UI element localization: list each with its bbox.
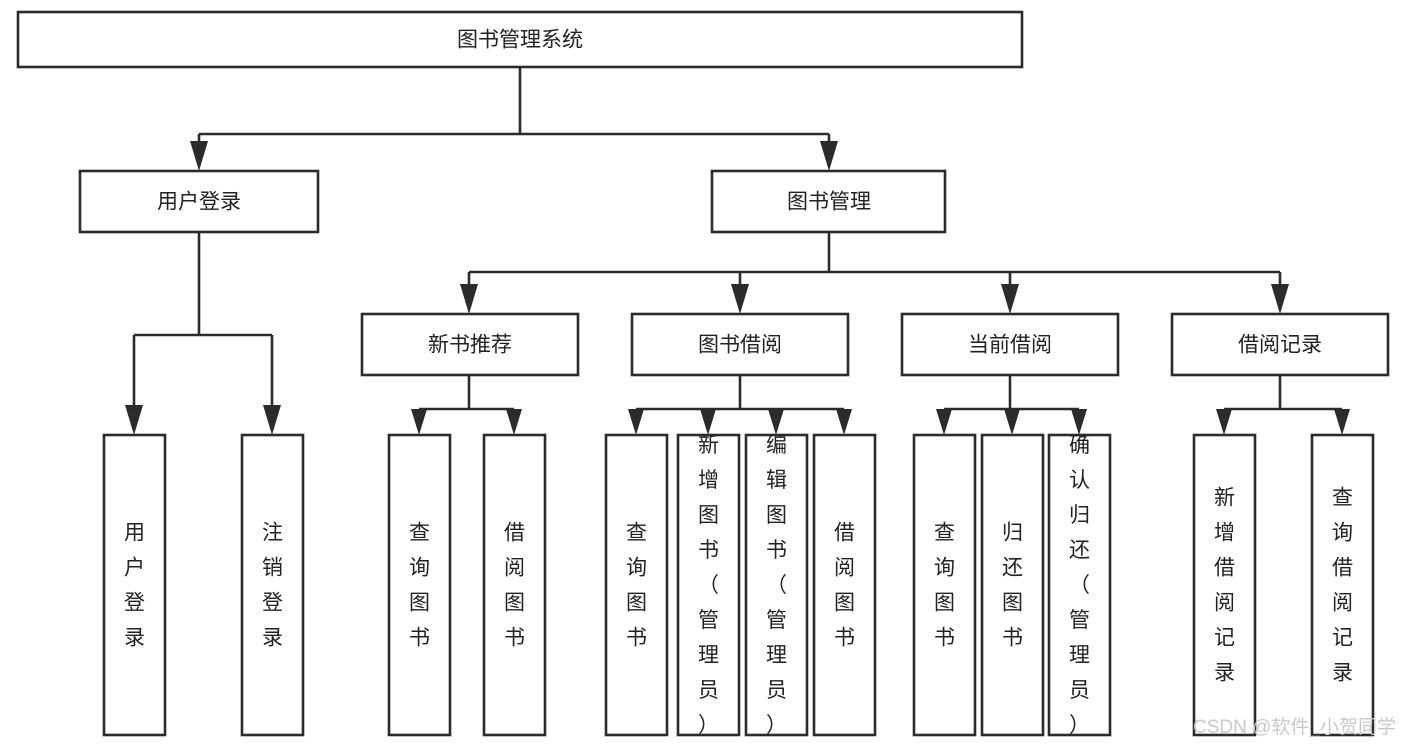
node-root-box[interactable]: [16, 10, 1024, 69]
arrow-head-leaf-query-book-borrow: [628, 409, 644, 435]
leaf-node-box[interactable]: [980, 433, 1045, 737]
node-borrow-record-box[interactable]: [1170, 312, 1390, 377]
leaf-node-box[interactable]: [676, 433, 741, 737]
arrow-head-leaf-add-borrow-record: [1216, 409, 1232, 435]
leaf-node[interactable]: 借阅图书: [812, 433, 877, 737]
leaf-node-box[interactable]: [1192, 433, 1257, 737]
node-user-login[interactable]: 用户登录: [78, 169, 320, 234]
leaf-node-label: 借阅图书: [504, 522, 525, 650]
leaf-node[interactable]: 新增借阅记录: [1192, 433, 1257, 737]
node-current-borrow[interactable]: 当前借阅: [900, 312, 1120, 377]
node-book-borrow-box[interactable]: [630, 312, 850, 377]
arrow-head-leaf-query-book-rec: [411, 409, 427, 435]
node-user-login-box[interactable]: [78, 169, 320, 234]
leaf-node-box[interactable]: [1047, 433, 1112, 737]
arrow-head-leaf-query-book-current: [936, 409, 952, 435]
node-current-borrow-box[interactable]: [900, 312, 1120, 377]
leaf-node-box[interactable]: [604, 433, 669, 737]
leaf-node-box[interactable]: [912, 433, 977, 737]
leaf-node-label: 确认归还（管理员）: [1069, 434, 1090, 737]
leaf-node[interactable]: 编辑图书（管理员）: [744, 433, 809, 737]
leaf-node-label: 编辑图书（管理员）: [766, 434, 787, 737]
node-new-book-recommend-box[interactable]: [360, 312, 580, 377]
leaf-node[interactable]: 查询图书: [912, 433, 977, 737]
arrow-head-leaf-borrow-book: [836, 409, 852, 435]
leaf-node-label: 新增图书（管理员）: [698, 434, 719, 737]
leaf-node-label: 归还图书: [1002, 522, 1023, 650]
node-book-management-box[interactable]: [710, 169, 947, 234]
leaf-node-box[interactable]: [744, 433, 809, 737]
connector-layer: [125, 67, 1350, 435]
leaf-node-box[interactable]: [482, 433, 547, 737]
leaf-node[interactable]: 查询借阅记录: [1310, 433, 1375, 737]
leaf-node[interactable]: 用户登录: [102, 433, 167, 737]
leaf-node-label: 新增借阅记录: [1214, 487, 1235, 685]
leaf-node-label: 查询图书: [409, 522, 430, 650]
leaf-node-label: 查询借阅记录: [1332, 487, 1353, 685]
leaf-node-label: 查询图书: [626, 522, 647, 650]
node-book-management-label: 图书管理: [787, 191, 871, 214]
node-borrow-record-label: 借阅记录: [1238, 334, 1322, 357]
leaf-node-label: 用户登录: [124, 522, 145, 650]
arrow-head-leaf-confirm-return-admin: [1071, 409, 1087, 435]
leaf-node-label: 查询图书: [934, 522, 955, 650]
arrow-head-current-borrow: [1001, 284, 1019, 314]
leaf-node-box[interactable]: [1310, 433, 1375, 737]
leaf-node-box[interactable]: [812, 433, 877, 737]
node-root-label: 图书管理系统: [457, 29, 583, 52]
node-book-borrow[interactable]: 图书借阅: [630, 312, 850, 377]
node-user-login-label: 用户登录: [157, 191, 241, 214]
arrow-head-book-management: [820, 141, 838, 171]
node-book-borrow-label: 图书借阅: [698, 334, 782, 357]
watermark-label: CSDN @软件_小贺同学: [1193, 716, 1396, 738]
node-book-management[interactable]: 图书管理: [710, 169, 947, 234]
leaf-node-label: 注销登录: [262, 522, 283, 650]
leaf-node[interactable]: 归还图书: [980, 433, 1045, 737]
node-current-borrow-label: 当前借阅: [968, 334, 1052, 357]
leaf-node[interactable]: 新增图书（管理员）: [676, 433, 741, 737]
leaf-node[interactable]: 查询图书: [604, 433, 669, 737]
leaf-node[interactable]: 查询图书: [387, 433, 452, 737]
leaf-node-layer: 用户登录 注销登录 查询图书 借阅图书 查询图书 新增图书（管理员） 编辑图书（管理员） 借阅…: [102, 433, 1375, 737]
leaf-node-box[interactable]: [240, 433, 305, 737]
arrow-head-leaf-edit-book-admin: [768, 409, 784, 435]
leaf-node[interactable]: 确认归还（管理员）: [1047, 433, 1112, 737]
arrow-head-borrow-record: [1271, 284, 1289, 314]
arrow-head-leaf-logout-login: [263, 405, 281, 435]
node-borrow-record[interactable]: 借阅记录: [1170, 312, 1390, 377]
arrow-head-book-borrow: [731, 284, 749, 314]
arrow-head-leaf-user-login: [125, 405, 143, 435]
arrow-head-new-book-recommend: [460, 284, 478, 314]
arrow-head-leaf-borrow-book-rec: [506, 409, 522, 435]
leaf-node-label: 借阅图书: [834, 522, 855, 650]
arrow-head-user-login: [190, 141, 208, 171]
arrow-head-leaf-add-book-admin: [700, 409, 716, 435]
node-new-book-recommend-label: 新书推荐: [428, 334, 512, 357]
arrow-head-leaf-return-book: [1004, 409, 1020, 435]
node-root[interactable]: 图书管理系统: [16, 10, 1024, 69]
leaf-node-box[interactable]: [102, 433, 167, 737]
arrow-head-leaf-query-borrow-record: [1334, 409, 1350, 435]
leaf-node[interactable]: 借阅图书: [482, 433, 547, 737]
node-new-book-recommend[interactable]: 新书推荐: [360, 312, 580, 377]
leaf-node[interactable]: 注销登录: [240, 433, 305, 737]
leaf-node-box[interactable]: [387, 433, 452, 737]
